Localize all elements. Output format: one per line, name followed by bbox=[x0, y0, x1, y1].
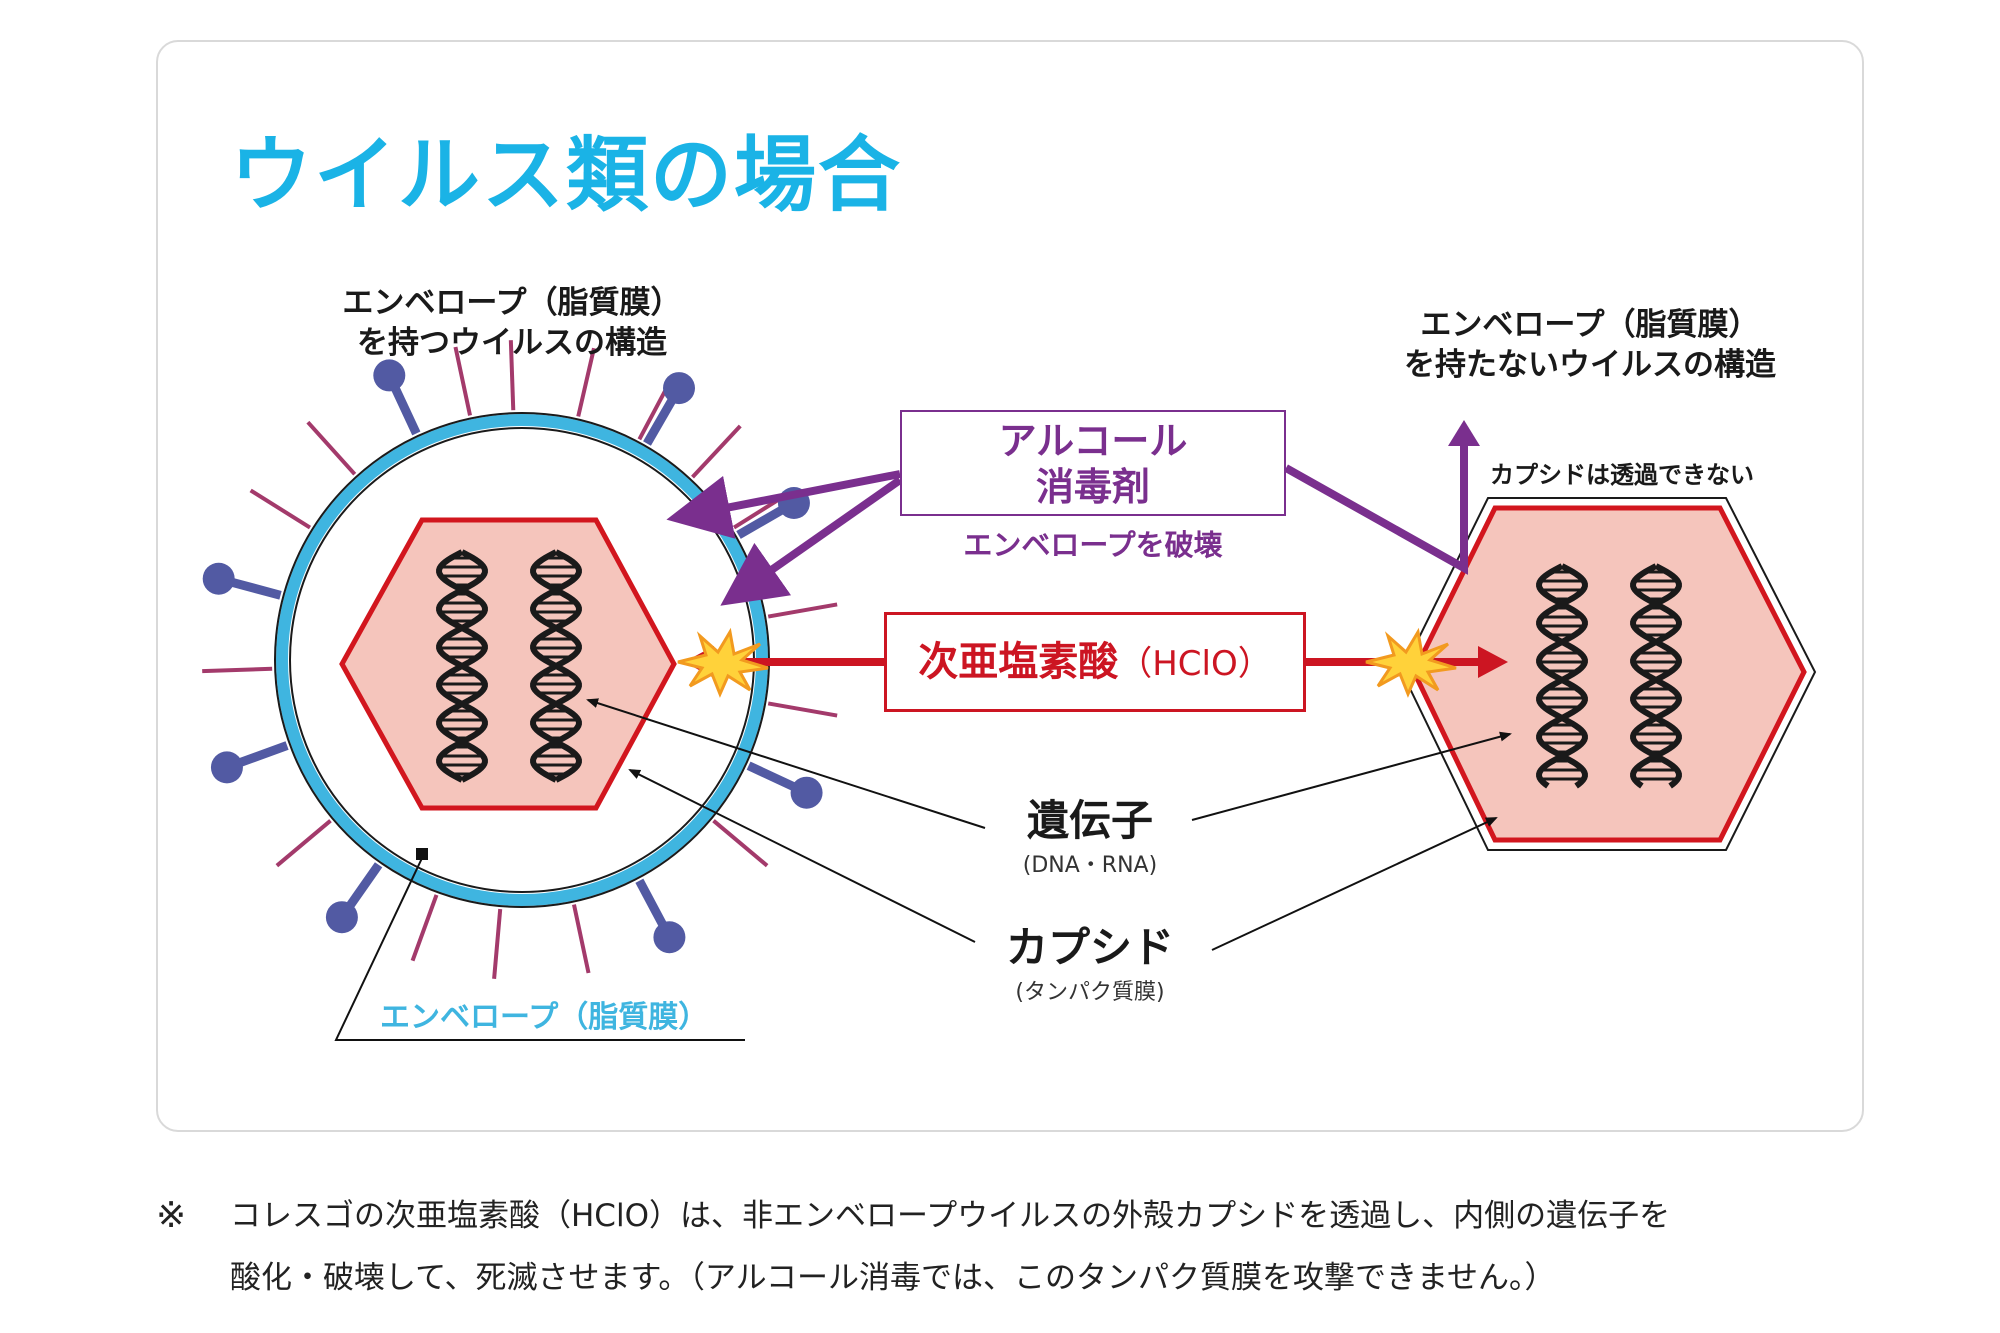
spike-stem bbox=[342, 862, 383, 914]
spike-stem bbox=[232, 741, 289, 769]
dna-strand bbox=[1536, 563, 1588, 789]
capsid-label-main: カプシド bbox=[1005, 923, 1174, 972]
capsid-label-sub: (タンパク質膜) bbox=[1015, 980, 1165, 1005]
spike-line bbox=[767, 701, 838, 718]
right-capsid bbox=[1411, 505, 1807, 843]
left-virus-label: エンベロープ（脂質膜） を持つウイルスの構造 bbox=[292, 283, 732, 363]
gene-pointer-left bbox=[586, 698, 986, 829]
spike-knob bbox=[663, 372, 695, 405]
right-dna bbox=[1536, 563, 1682, 789]
capsid-pointer-left bbox=[628, 769, 976, 943]
spike-stem bbox=[746, 761, 802, 794]
spike-stem bbox=[736, 503, 790, 539]
spike-line bbox=[508, 340, 516, 411]
spike-line bbox=[202, 666, 273, 674]
footnote-line2: 酸化・破壊して、死滅させます。（アルコール消毒では、このタンパク質膜を攻撃できま… bbox=[230, 1260, 1556, 1296]
hclo-formula: （HClO） bbox=[1118, 644, 1272, 684]
right-virus-label-line1: エンベロープ（脂質膜） bbox=[1420, 307, 1760, 343]
spike-knob bbox=[373, 359, 406, 392]
gene-pointer-right bbox=[1191, 731, 1512, 821]
dna-strand bbox=[436, 549, 488, 783]
spike-line bbox=[576, 347, 596, 417]
envelope-label: エンベロープ（脂質膜） bbox=[380, 1000, 709, 1035]
spike-stem bbox=[388, 380, 421, 436]
spike-stem bbox=[225, 576, 282, 600]
alcohol-line2: 消毒剤 bbox=[1035, 465, 1150, 509]
spike-knob bbox=[202, 562, 235, 595]
left-virus-label-line1: エンベロープ（脂質膜） bbox=[342, 285, 682, 321]
right-virus-label: エンベロープ（脂質膜） を持たないウイルスの構造 bbox=[1350, 305, 1830, 385]
gene-label: 遺伝子 (DNA・RNA) bbox=[965, 795, 1215, 879]
alcohol-arrow-upper bbox=[666, 470, 901, 539]
spike-line bbox=[712, 819, 769, 868]
spike-line bbox=[306, 420, 357, 476]
footnote-line1: コレスゴの次亜塩素酸（HClO）は、非エンベロープウイルスの外殻カプシドを透過し… bbox=[230, 1198, 1671, 1234]
spike-knob bbox=[210, 751, 243, 784]
spike-line bbox=[691, 424, 742, 479]
alcohol-effect: エンベロープを破壊 bbox=[963, 528, 1223, 562]
spike-knob bbox=[653, 921, 686, 954]
spike-line bbox=[249, 488, 312, 530]
alcohol-arrow-lower bbox=[720, 476, 903, 606]
capsid-label: カプシド (タンパク質膜) bbox=[965, 922, 1215, 1006]
burst-right bbox=[1365, 627, 1457, 698]
spike-line bbox=[492, 908, 503, 979]
dna-strand bbox=[1630, 563, 1682, 789]
spike-stem bbox=[635, 878, 670, 933]
envelope-spikes bbox=[202, 340, 838, 979]
envelope-leader-dot bbox=[416, 848, 428, 860]
alcohol-arrowhead-up bbox=[1448, 420, 1480, 446]
burst-left bbox=[677, 627, 769, 698]
spike-line bbox=[453, 346, 472, 416]
spike-line bbox=[767, 602, 838, 619]
spike-line bbox=[572, 904, 591, 974]
spike-line bbox=[410, 894, 439, 962]
footnote-text: コレスゴの次亜塩素酸（HClO）は、非エンベロープウイルスの外殻カプシドを透過し… bbox=[230, 1185, 1830, 1309]
spike-stem bbox=[643, 392, 679, 446]
hclo-arrowhead-right bbox=[1478, 646, 1508, 678]
gene-label-main: 遺伝子 bbox=[1026, 796, 1153, 845]
envelope-leader-line bbox=[334, 855, 745, 1041]
alcohol-box: アルコール 消毒剤 bbox=[900, 410, 1286, 516]
footnote-mark: ※ bbox=[156, 1195, 187, 1236]
capsid-pointer-right bbox=[1211, 817, 1498, 951]
capsid-impermeable-note: カプシドは透過できない bbox=[1490, 461, 1754, 489]
spike-knob bbox=[325, 901, 358, 934]
left-virus-label-line2: を持つウイルスの構造 bbox=[357, 325, 667, 361]
alcohol-line1: アルコール bbox=[998, 419, 1188, 463]
dna-strand bbox=[530, 549, 582, 783]
right-virus-label-line2: を持たないウイルスの構造 bbox=[1404, 347, 1776, 383]
spike-line bbox=[275, 819, 332, 868]
gene-label-sub: (DNA・RNA) bbox=[1022, 853, 1158, 878]
page-title: ウイルス類の場合 bbox=[230, 128, 903, 223]
alcohol-path-right bbox=[1284, 440, 1468, 575]
hclo-box: 次亜塩素酸（HClO） bbox=[884, 612, 1306, 712]
hclo-label: 次亜塩素酸 bbox=[918, 639, 1119, 685]
spike-knob bbox=[790, 776, 823, 809]
left-capsid bbox=[339, 517, 677, 811]
left-dna bbox=[436, 549, 582, 783]
